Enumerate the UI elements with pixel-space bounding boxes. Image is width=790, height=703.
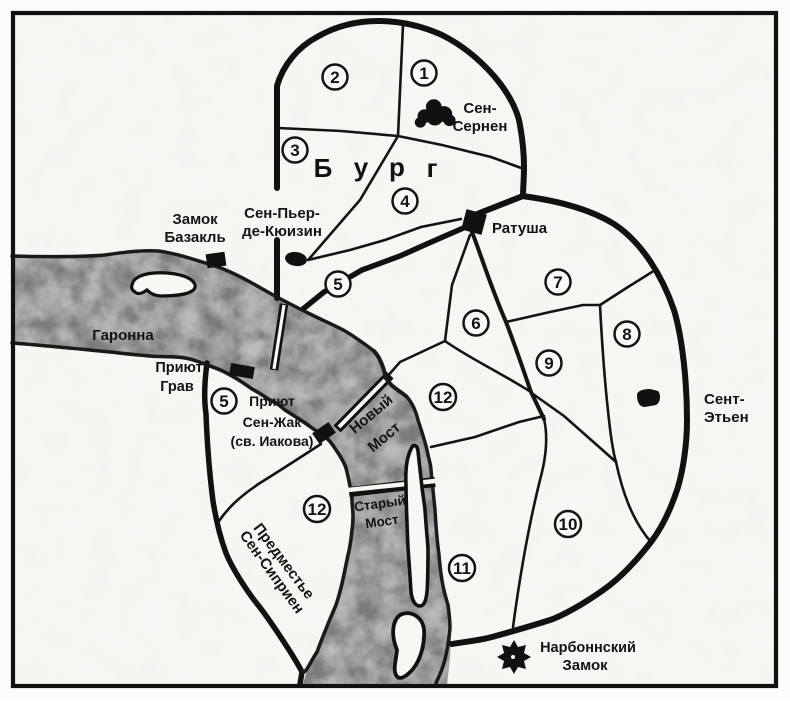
svg-text:9: 9 — [544, 354, 553, 373]
svg-text:де-Кюизин: де-Кюизин — [242, 223, 322, 240]
svg-text:Ратуша: Ратуша — [492, 220, 548, 237]
svg-text:Старый: Старый — [353, 492, 407, 514]
svg-text:12: 12 — [434, 388, 453, 407]
svg-text:11: 11 — [453, 559, 471, 578]
svg-text:Приют: Приют — [249, 393, 295, 409]
svg-text:1: 1 — [419, 64, 428, 83]
svg-text:Замок: Замок — [172, 211, 218, 228]
svg-text:5: 5 — [333, 275, 342, 294]
svg-text:Сен-: Сен- — [463, 100, 496, 117]
svg-text:Сен-Жак: Сен-Жак — [243, 414, 303, 430]
svg-text:Сен-Пьер-: Сен-Пьер- — [244, 205, 320, 222]
svg-text:г: г — [427, 153, 438, 183]
svg-text:Сент-: Сент- — [704, 391, 745, 408]
svg-text:10: 10 — [559, 515, 578, 534]
svg-text:Гаронна: Гаронна — [92, 327, 154, 344]
svg-text:7: 7 — [553, 273, 562, 292]
svg-text:5: 5 — [219, 392, 228, 411]
svg-text:6: 6 — [471, 314, 480, 333]
svg-text:2: 2 — [330, 68, 339, 87]
svg-text:Базакль: Базакль — [164, 229, 225, 246]
svg-text:Сернен: Сернен — [453, 118, 508, 135]
svg-text:3: 3 — [290, 141, 299, 160]
svg-text:Замок: Замок — [562, 657, 608, 674]
svg-text:Нарбоннский: Нарбоннский — [540, 640, 636, 656]
svg-text:8: 8 — [622, 325, 631, 344]
svg-text:Грав: Грав — [160, 379, 194, 395]
svg-text:р: р — [389, 152, 405, 182]
svg-text:(св. Иакова): (св. Иакова) — [231, 433, 314, 449]
svg-text:Мост: Мост — [364, 512, 400, 532]
svg-text:у: у — [354, 152, 369, 182]
svg-text:Приют: Приют — [155, 360, 202, 376]
svg-text:Б: Б — [314, 153, 333, 183]
svg-text:Этьен: Этьен — [704, 409, 749, 426]
svg-text:4: 4 — [400, 192, 410, 211]
svg-text:12: 12 — [308, 500, 327, 519]
